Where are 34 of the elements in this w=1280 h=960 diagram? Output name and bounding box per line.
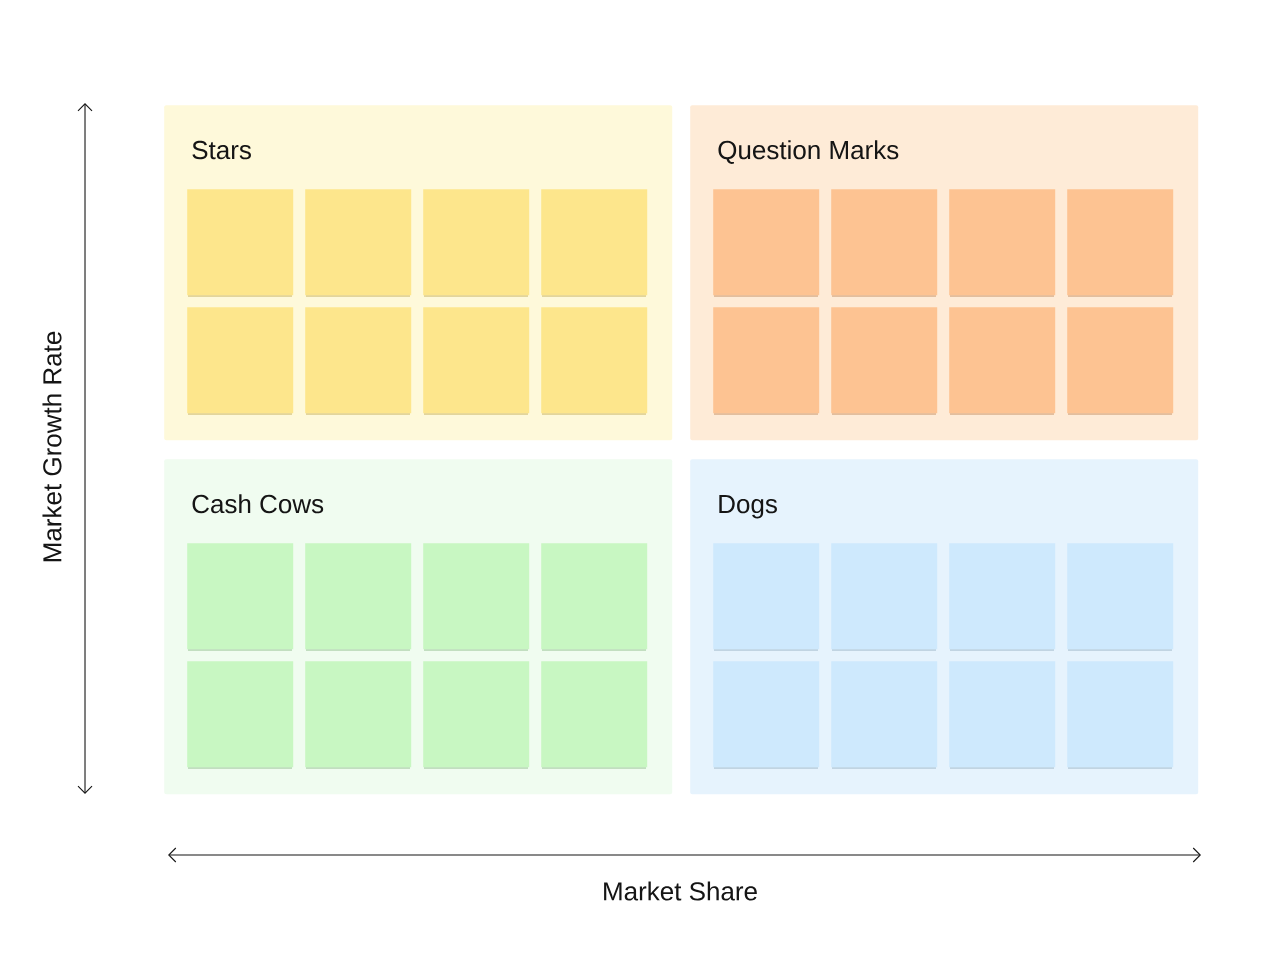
sticky-note: [713, 661, 820, 769]
sticky-note: [187, 661, 294, 769]
sticky-note: [541, 543, 648, 651]
sticky-note: [423, 543, 530, 651]
sticky-note: [949, 543, 1056, 651]
sticky-note: [713, 307, 820, 415]
sticky-note: [541, 307, 648, 415]
sticky-note: [187, 307, 294, 415]
sticky-note: [305, 189, 412, 297]
sticky-note: [949, 307, 1056, 415]
sticky-note: [831, 543, 938, 651]
sticky-note: [949, 661, 1056, 769]
sticky-note: [713, 543, 820, 651]
sticky-note: [423, 661, 530, 769]
axis-label: Market Growth Rate: [42, 331, 62, 562]
sticky-note: [713, 189, 820, 297]
sticky-note: [423, 307, 530, 415]
sticky-note: [305, 307, 412, 415]
sticky-note: [187, 189, 294, 297]
sticky-note: [305, 543, 412, 651]
sticky-note: [541, 189, 648, 297]
sticky-note: [1067, 661, 1174, 769]
sticky-note: [1067, 543, 1174, 651]
sticky-note: [831, 189, 938, 297]
sticky-note: [187, 543, 294, 651]
sticky-note: [949, 189, 1056, 297]
sticky-note: [1067, 307, 1174, 415]
sticky-note: [831, 661, 938, 769]
sticky-note: [423, 189, 530, 297]
sticky-note: [541, 661, 648, 769]
sticky-note: [831, 307, 938, 415]
sticky-note: [305, 661, 412, 769]
axis-label: Market Share: [604, 881, 757, 901]
sticky-note: [1067, 189, 1174, 297]
